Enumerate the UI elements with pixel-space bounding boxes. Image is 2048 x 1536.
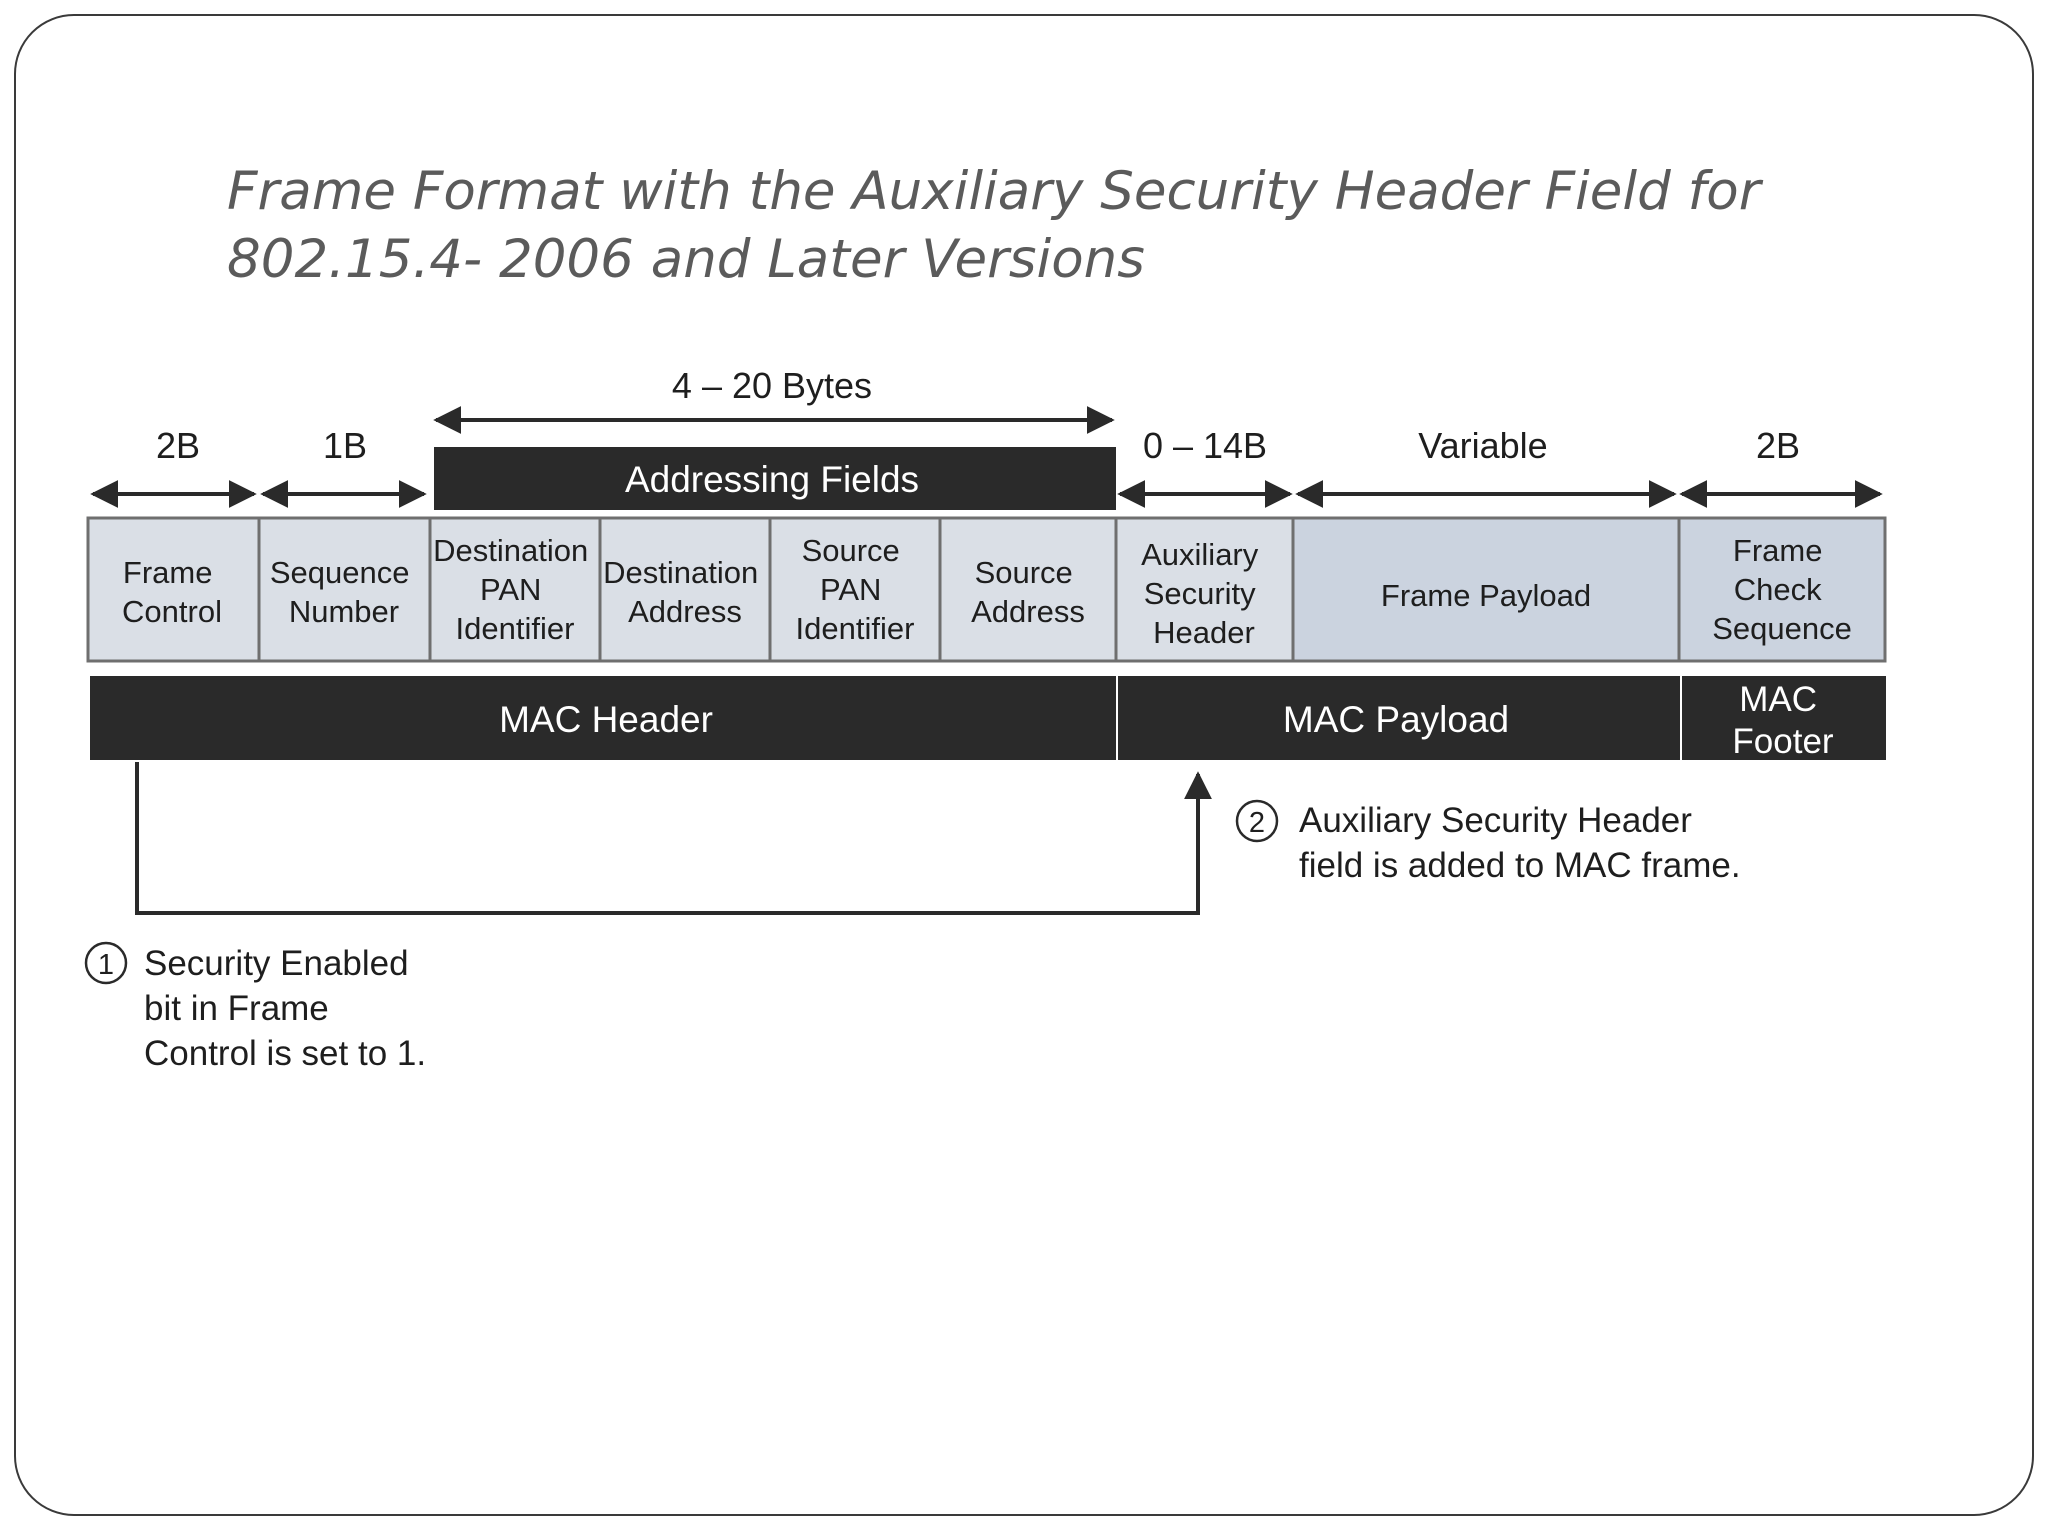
field-box-sequence-number: [257, 516, 432, 663]
slide-title: Frame Format with the Auxiliary Security…: [227, 158, 1927, 294]
field-labels: Frame Control Sequence Number Destinatio…: [122, 533, 1852, 650]
addressing-fields-bar: [434, 447, 1116, 510]
field-label-source-pan: Source PAN Identifier: [796, 533, 915, 646]
field-box-frame-payload: [1291, 516, 1681, 663]
addressing-fields-label: Addressing Fields: [625, 459, 919, 500]
size-label-aux-security: 0 – 14B: [1143, 425, 1267, 466]
field-label-sequence-number: Sequence Number: [270, 555, 418, 629]
field-box-fcs: [1677, 516, 1887, 663]
size-label-sequence: 1B: [323, 425, 367, 466]
field-label-dest-address: Destination Address: [603, 555, 767, 629]
slide-frame: [14, 14, 2034, 1516]
size-label-frame-control: 2B: [156, 425, 200, 466]
mac-header-bar: [90, 676, 1116, 760]
note-2-number: 2: [1249, 807, 1265, 839]
size-label-payload: Variable: [1418, 425, 1547, 466]
mac-header-label: MAC Header: [499, 699, 713, 740]
mac-section-bars: MAC Header MAC Payload MAC Footer: [90, 676, 1886, 761]
title-line-1: Frame Format with the Auxiliary Security…: [227, 161, 1761, 222]
field-box-aux-security: [1114, 516, 1295, 663]
note-2-badge: [1235, 799, 1279, 843]
field-box-dest-pan: [428, 516, 602, 663]
field-box-source-pan: [768, 516, 942, 663]
field-box-dest-address: [598, 516, 772, 663]
field-boxes: [86, 516, 1887, 663]
field-label-dest-pan: Destination PAN Identifier: [433, 533, 597, 646]
field-label-source-address: Source Address: [971, 555, 1085, 629]
field-label-frame-control: Frame Control: [122, 555, 222, 629]
field-label-fcs: Frame Check Sequence: [1712, 533, 1852, 646]
mac-payload-label: MAC Payload: [1283, 699, 1509, 740]
mac-footer-bar: [1682, 676, 1886, 760]
mac-payload-bar: [1118, 676, 1680, 760]
field-box-source-address: [938, 516, 1118, 663]
field-label-aux-security: Auxiliary Security Header: [1141, 537, 1267, 650]
field-label-frame-payload: Frame Payload: [1381, 578, 1591, 613]
size-label-fcs: 2B: [1756, 425, 1800, 466]
note-2-text: Auxiliary Security Header field is added…: [1299, 801, 1741, 885]
note-1-number: 1: [98, 949, 114, 981]
size-arrows: [90, 406, 1883, 508]
mac-footer-label: MAC Footer: [1732, 680, 1833, 761]
size-label-addressing: 4 – 20 Bytes: [672, 365, 872, 406]
security-flow-connector: [135, 762, 1212, 915]
title-line-2: 802.15.4- 2006 and Later Versions: [227, 229, 1145, 290]
note-1-text: Security Enabled bit in Frame Control is…: [144, 944, 426, 1073]
note-1-badge: [84, 941, 128, 985]
